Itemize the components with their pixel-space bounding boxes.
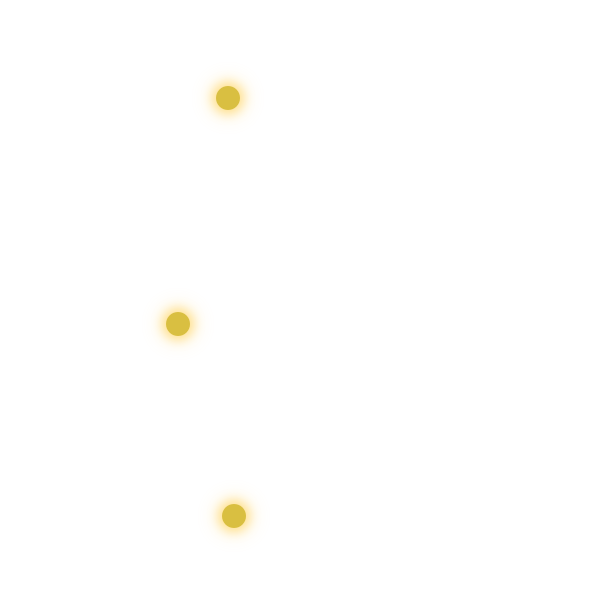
glowing-dot-1 xyxy=(216,86,240,110)
glowing-dot-2 xyxy=(166,312,190,336)
glowing-dot-3 xyxy=(222,504,246,528)
